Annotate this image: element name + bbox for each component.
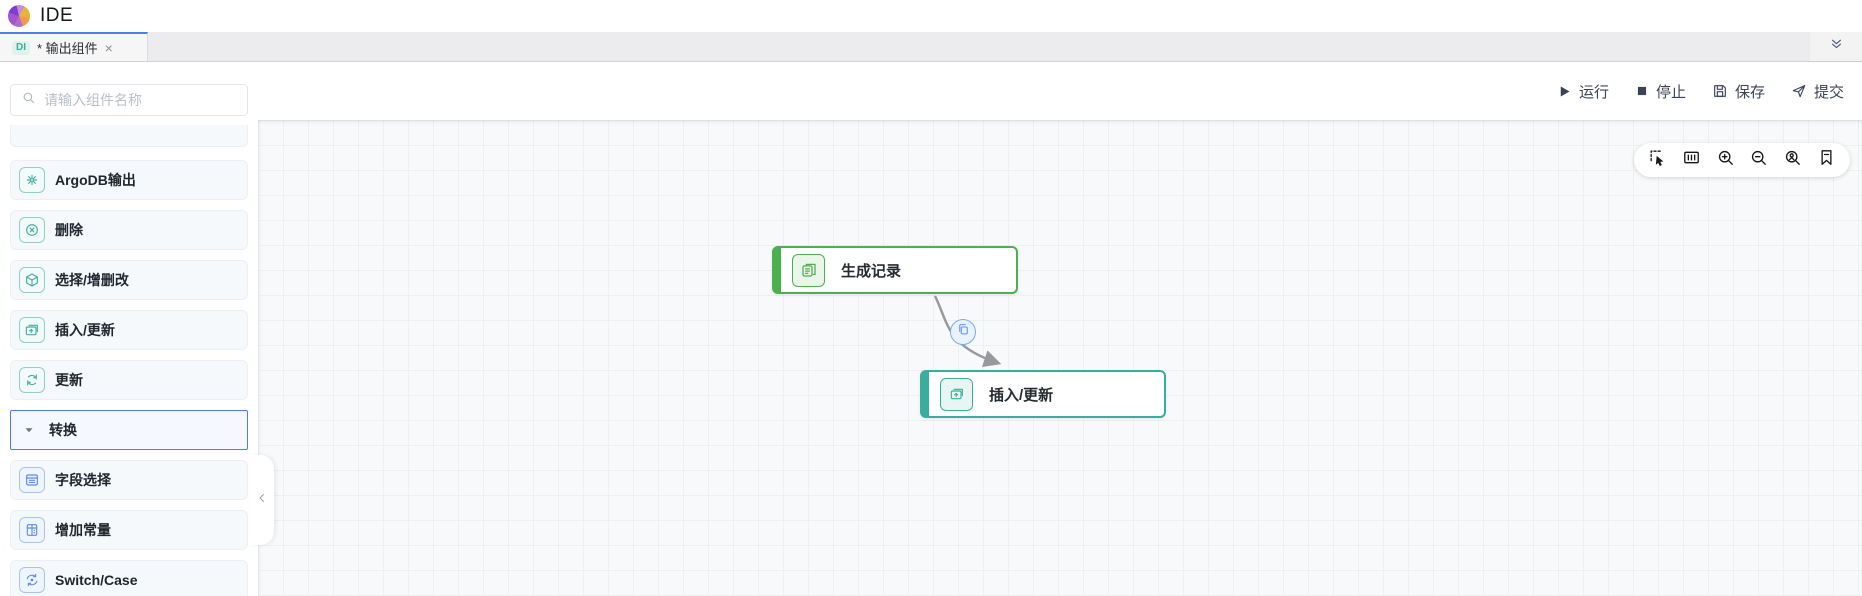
sidebar-item-label: ArgoDB输出: [55, 172, 136, 188]
app-title: IDE: [40, 5, 74, 26]
sidebar-item[interactable]: 字段选择: [10, 460, 248, 500]
field-select-icon: [19, 467, 45, 493]
sidebar-item[interactable]: 删除: [10, 210, 248, 250]
zoom-out-icon: [1749, 148, 1768, 172]
zoom-fit-tool-button[interactable]: [1783, 148, 1802, 172]
edge-layer: [933, 295, 1002, 367]
sidebar-item-label: 删除: [55, 222, 83, 238]
node-accent-bar: [922, 372, 929, 416]
chevron-left-icon: [255, 491, 269, 510]
action-label: 提交: [1813, 83, 1844, 101]
sidebar-item[interactable]: 增加常量: [10, 510, 248, 550]
stop-button[interactable]: 停止: [1635, 81, 1686, 102]
starburst-icon: [19, 167, 45, 193]
edge-copy-badge[interactable]: [950, 319, 976, 345]
sidebar-item-partial[interactable]: [10, 125, 248, 147]
tab-di-badge: DI: [12, 40, 30, 55]
flow-canvas[interactable]: 生成记录插入/更新: [258, 120, 1862, 596]
action-label: 停止: [1655, 83, 1686, 101]
run-button[interactable]: 运行: [1557, 81, 1609, 102]
tab-output-component[interactable]: DI * 输出组件 ×: [0, 32, 148, 61]
caret-down-icon: [23, 424, 35, 436]
sidebar-item[interactable]: ArgoDB输出: [10, 160, 248, 200]
canvas-tools-pill: [1634, 143, 1850, 177]
circle-x-icon: [19, 217, 45, 243]
add-constant-icon: [19, 517, 45, 543]
sidebar-item-label: 选择/增删改: [55, 272, 129, 288]
action-label: 保存: [1734, 83, 1765, 101]
tab-label: * 输出组件: [37, 41, 98, 56]
minimap-icon: [1682, 148, 1701, 172]
editor-pane: 运行 停止 保存 提交 生成记录插入/更新: [258, 62, 1862, 596]
tab-bar: DI * 输出组件 ×: [0, 32, 1862, 62]
cube-icon: [19, 267, 45, 293]
sidebar-item-label: 更新: [55, 372, 83, 388]
sidebar-item[interactable]: 插入/更新: [10, 310, 248, 350]
sidebar-item-label: Switch/Case: [55, 572, 138, 588]
switch-case-icon: [19, 567, 45, 593]
node-generate-records[interactable]: 生成记录: [772, 246, 1018, 294]
refresh-icon: [19, 367, 45, 393]
tab-bar-spacer: [148, 32, 1810, 61]
minimap-tool-button[interactable]: [1682, 148, 1701, 172]
action-toolbar: 运行 停止 保存 提交: [258, 62, 1862, 120]
double-chevron-down-icon: [1828, 36, 1845, 58]
zoom-out-tool-button[interactable]: [1749, 148, 1768, 172]
node-accent-bar: [774, 248, 781, 292]
sidebar-item[interactable]: 选择/增删改: [10, 260, 248, 300]
stop-icon: [1635, 84, 1649, 98]
node-label: 生成记录: [841, 262, 902, 280]
record-gen-icon: [792, 253, 825, 287]
select-area-tool-button[interactable]: [1648, 148, 1667, 172]
save-button[interactable]: 保存: [1712, 81, 1765, 102]
sidebar-item-label: 增加常量: [55, 522, 111, 538]
select-area-icon: [1648, 148, 1667, 172]
sidebar-item[interactable]: Switch/Case: [10, 560, 248, 596]
submit-button[interactable]: 提交: [1791, 81, 1844, 102]
search-icon: [21, 90, 36, 110]
node-insert-update[interactable]: 插入/更新: [920, 370, 1166, 418]
action-label: 运行: [1578, 83, 1609, 101]
box-arrow-up-icon: [940, 377, 973, 411]
sidebar-item[interactable]: 更新: [10, 360, 248, 400]
play-icon: [1557, 84, 1572, 99]
component-search[interactable]: [10, 84, 248, 116]
sidebar-collapse-handle[interactable]: [250, 455, 274, 545]
app-logo-icon: [8, 5, 30, 27]
save-icon: [1712, 83, 1728, 99]
zoom-in-icon: [1716, 148, 1735, 172]
app-header: IDE: [0, 0, 1862, 32]
zoom-in-tool-button[interactable]: [1716, 148, 1735, 172]
tab-close-icon[interactable]: ×: [104, 39, 113, 56]
node-label: 插入/更新: [989, 386, 1054, 404]
search-input[interactable]: [44, 92, 237, 108]
sidebar-item-label: 字段选择: [55, 472, 111, 488]
bookmark-icon: [1817, 148, 1836, 172]
sidebar-group-label: 转换: [49, 422, 77, 438]
bookmark-tool-button[interactable]: [1817, 148, 1836, 172]
box-arrow-up-icon: [19, 317, 45, 343]
sidebar-group-transform[interactable]: 转换: [10, 410, 248, 450]
send-icon: [1791, 83, 1807, 99]
workspace: ArgoDB输出删除选择/增删改插入/更新更新转换字段选择增加常量Switch/…: [0, 62, 1862, 596]
tabs-collapse-button[interactable]: [1810, 32, 1862, 61]
sidebar-item-label: 插入/更新: [55, 322, 115, 338]
copy-icon: [956, 322, 971, 342]
zoom-fit-icon: [1783, 148, 1802, 172]
